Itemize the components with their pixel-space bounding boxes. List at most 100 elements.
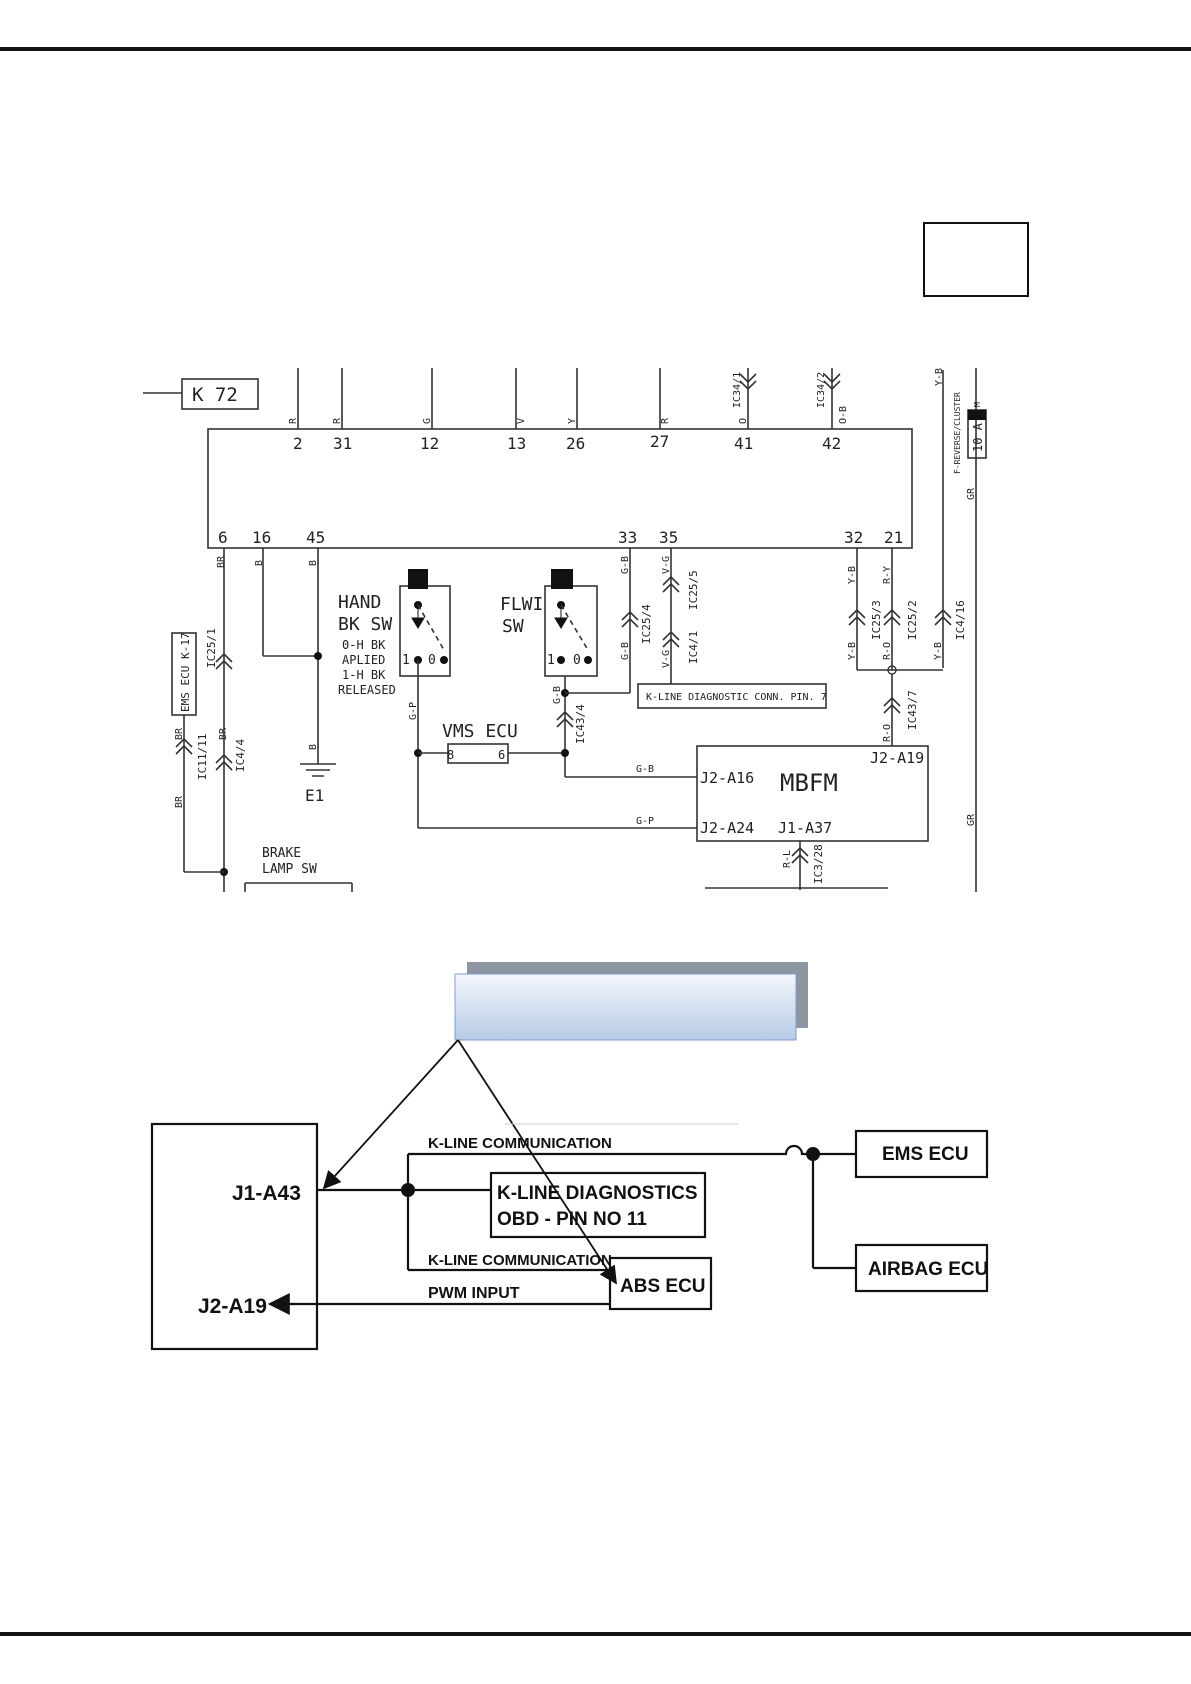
pin-31: 31 (333, 434, 352, 453)
module-block (150, 1122, 319, 1351)
wire-code: Y-B (934, 368, 945, 386)
hand-brake-note: RELEASED (338, 683, 396, 697)
wire-code: R-O (882, 642, 893, 660)
connector-id: IC34/2 (816, 372, 827, 408)
connector-id: IC25/3 (870, 600, 883, 640)
pin-21: 21 (884, 528, 903, 547)
ems-ecu-k17-label: EMS ECU K-17 (179, 633, 192, 712)
connector-id: IC43/7 (906, 690, 919, 730)
wire-code: G-B (620, 556, 631, 574)
ems-ecu-label: EMS ECU (882, 1144, 969, 1165)
k-line-diagnostics-label: K-LINE DIAGNOSTICS (497, 1183, 698, 1204)
abs-ecu-label: ABS ECU (620, 1276, 706, 1297)
connector-id: IC3/28 (812, 844, 825, 884)
callout-arrow (322, 1039, 459, 1190)
wire-code: BR (218, 727, 229, 740)
schematic: K 72 2 31 12 13 26 27 41 42 R R G V (143, 368, 987, 892)
hand-brake-note: 0-H BK (342, 638, 386, 652)
pin-16: 16 (252, 528, 271, 547)
wire-code: BR (174, 727, 185, 740)
mbfm-pin: J2-A16 (700, 769, 754, 787)
wire-code: B (254, 560, 265, 566)
callout-arrow (457, 1039, 617, 1285)
connector-id: IC25/5 (687, 570, 700, 610)
callout-box (454, 973, 797, 1041)
module-box (207, 428, 913, 549)
pin-32: 32 (844, 528, 863, 547)
pin-45: 45 (306, 528, 325, 547)
wire-code: B (308, 560, 319, 566)
wire-code: BR (174, 795, 185, 808)
wire-code: GR (966, 487, 977, 500)
flwi-title: FLWI (500, 594, 543, 615)
vms-ecu-label: VMS ECU (442, 721, 518, 742)
brake-lamp-title-2: LAMP SW (262, 862, 317, 877)
k-line-diag-conn-label: K-LINE DIAGNOSTIC CONN. PIN. 7 (646, 692, 827, 703)
abs-ecu-box (608, 1256, 713, 1311)
fuse-rating: 10 A (971, 422, 985, 452)
pin-33: 33 (618, 528, 637, 547)
pin-42: 42 (822, 434, 841, 453)
contact-0: 0 (428, 653, 436, 668)
mbfm-pin: J1-A37 (778, 819, 832, 837)
connector-label: K 72 (192, 384, 238, 406)
wire-code: Y (567, 418, 578, 424)
wire-code: O (738, 418, 749, 424)
wire-code: GR (966, 813, 977, 826)
pin-41: 41 (734, 434, 753, 453)
pin-j1-a43: J1-A43 (232, 1182, 301, 1205)
wire-code: V-G (661, 650, 672, 668)
connector-id: IC4/1 (687, 631, 700, 664)
hand-brake-actuator (408, 569, 428, 589)
vms-pin-6: 6 (498, 748, 505, 762)
connector-id: IC4/4 (234, 739, 247, 772)
vms-pin-8: 8 (447, 748, 454, 762)
pin-j2-a19: J2-A19 (198, 1295, 267, 1318)
hand-brake-note: APLIED (342, 653, 385, 667)
ground-label: E1 (305, 786, 324, 805)
wire-code: V-G (661, 556, 672, 574)
mbfm-box (696, 745, 929, 842)
wire-code: Y-B (847, 566, 858, 584)
pin-12: 12 (420, 434, 439, 453)
wire-code: O-B (838, 406, 849, 424)
connector-id: IC34/1 (732, 372, 743, 408)
wire-code: R (332, 417, 343, 424)
wire-code: R (288, 417, 299, 424)
wire-code: B (308, 744, 319, 750)
fuse-tag-letter: M (973, 402, 982, 407)
pin-26: 26 (566, 434, 585, 453)
flwi-actuator (551, 569, 573, 589)
wire-code: R-L (782, 850, 793, 868)
blank-box (923, 222, 1029, 297)
contact-0: 0 (573, 653, 581, 668)
k72-tag (181, 378, 259, 410)
ems-ecu-box (854, 1129, 989, 1179)
wire-code: R-Y (882, 566, 893, 584)
pin-2: 2 (293, 434, 303, 453)
bottom-rule (0, 1632, 1191, 1636)
top-rule (0, 47, 1191, 51)
connector-id: IC43/4 (574, 704, 587, 744)
wire-code: G-B (552, 686, 563, 704)
wire-code: G-B (636, 764, 654, 775)
wire-code: BR (216, 555, 227, 568)
airbag-ecu-label: AIRBAG ECU (868, 1259, 988, 1280)
wire-code: G-B (620, 642, 631, 660)
pin-13: 13 (507, 434, 526, 453)
k-line-comm-label: K-LINE COMMUNICATION (428, 1135, 612, 1152)
wire-code: R (660, 417, 671, 424)
fuse-tag (968, 410, 986, 420)
mbfm-pin: J2-A19 (870, 749, 924, 767)
pwm-input-label: PWM INPUT (428, 1285, 520, 1302)
contact-1: 1 (547, 653, 555, 668)
block-diagram: J1-A43 J2-A19 K-LINE COMMUNICATION K-LIN… (150, 962, 989, 1351)
mbfm-label: MBFM (780, 769, 838, 797)
wire-code: V (516, 418, 527, 424)
fuse-circuit: F-REVERSE/CLUSTER (953, 392, 962, 474)
connector-id: IC25/1 (205, 628, 218, 668)
wire-code: G-P (636, 816, 654, 827)
hand-brake-title: HAND (338, 592, 381, 613)
k-line-diagnostics-box (489, 1171, 707, 1239)
